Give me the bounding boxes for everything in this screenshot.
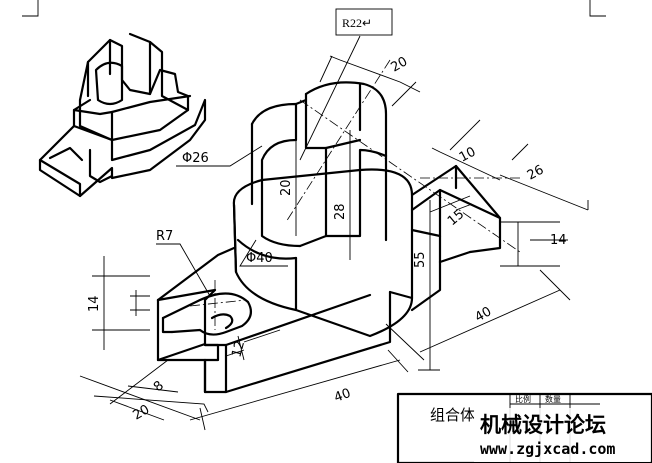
dim-8: 8 (151, 378, 167, 395)
title-block-col-qty: 数量 (545, 394, 561, 404)
callout-r22: R22↵ (342, 16, 372, 30)
dim-phi40: Φ40 (246, 251, 273, 266)
dim-40-bottom: 40 (332, 386, 353, 406)
dim-14-right: 14 (550, 233, 567, 248)
center-lines (189, 59, 521, 330)
dim-15: 15 (445, 207, 467, 229)
dim-10: 10 (457, 145, 479, 166)
watermark-url: www.zgjxcad.com (480, 440, 615, 458)
dim-28: 28 (333, 203, 348, 220)
title-block-col-scale: 比例 (515, 394, 531, 404)
dim-20-bottom: 20 (131, 402, 153, 423)
dim-12: 12 (229, 339, 248, 359)
reference-view (38, 32, 207, 198)
watermark-title: 机械设计论坛 (480, 413, 606, 437)
dim-20-cylinder: 20 (279, 179, 294, 196)
dim-40-right: 40 (473, 304, 495, 325)
title-block-name: 组合体 (430, 406, 475, 424)
dim-55: 55 (413, 251, 428, 268)
watermark: 机械设计论坛 www.zgjxcad.com (474, 408, 650, 462)
dim-14-left: 14 (87, 295, 102, 312)
dimension-labels: R22↵ 20 10 26 15 14 20 28 55 Φ26 Φ40 R7 … (87, 16, 567, 423)
page-corner-marks (22, 0, 606, 17)
dim-r7: R7 (156, 229, 173, 244)
dimension-lines (79, 8, 589, 431)
main-part-outline (156, 81, 502, 394)
dim-20-top: 20 (389, 54, 411, 75)
dim-phi26: Φ26 (182, 151, 209, 166)
dim-26: 26 (525, 163, 547, 184)
